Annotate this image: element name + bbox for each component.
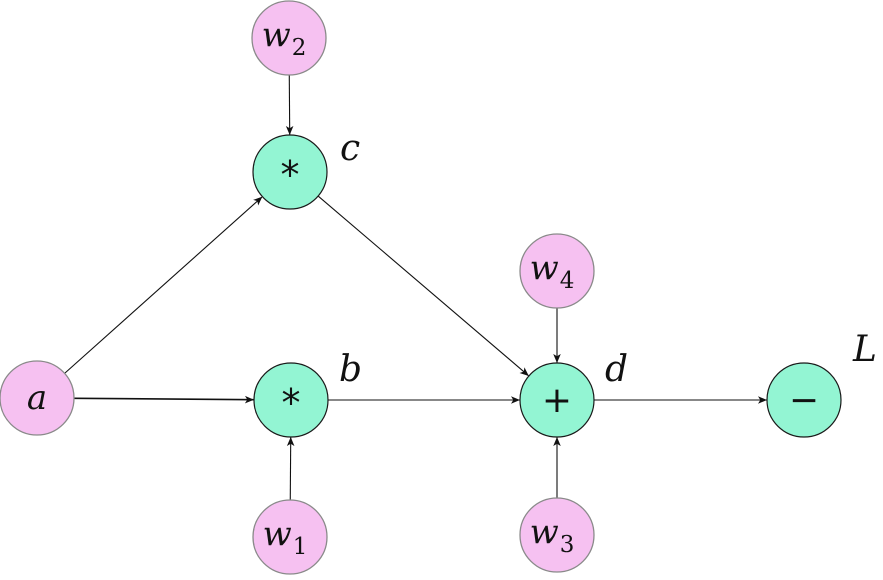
node-multiply-b: * bbox=[254, 363, 328, 437]
node-w4: w4 bbox=[520, 234, 594, 308]
multiply-b-symbol: * bbox=[282, 381, 301, 425]
node-w1: w1 bbox=[253, 500, 327, 574]
node-negate-L: − bbox=[767, 363, 841, 437]
label-c: c bbox=[340, 128, 360, 169]
negate-L-symbol: − bbox=[789, 380, 819, 421]
node-w3: w3 bbox=[520, 498, 594, 572]
add-d-symbol: + bbox=[542, 380, 572, 421]
node-a-label: a bbox=[27, 378, 47, 418]
multiply-c-symbol: * bbox=[281, 153, 300, 197]
edge-a-to-mul_b bbox=[74, 398, 254, 399]
label-d: d bbox=[605, 349, 628, 390]
label-L: L bbox=[852, 329, 877, 370]
node-multiply-c: * bbox=[253, 135, 327, 209]
node-add-d: + bbox=[520, 363, 594, 437]
edges bbox=[65, 75, 767, 500]
node-a: a bbox=[0, 361, 74, 435]
node-w2: w2 bbox=[252, 1, 326, 75]
edge-a-to-mul_c bbox=[65, 197, 262, 373]
label-b: b bbox=[339, 349, 362, 390]
